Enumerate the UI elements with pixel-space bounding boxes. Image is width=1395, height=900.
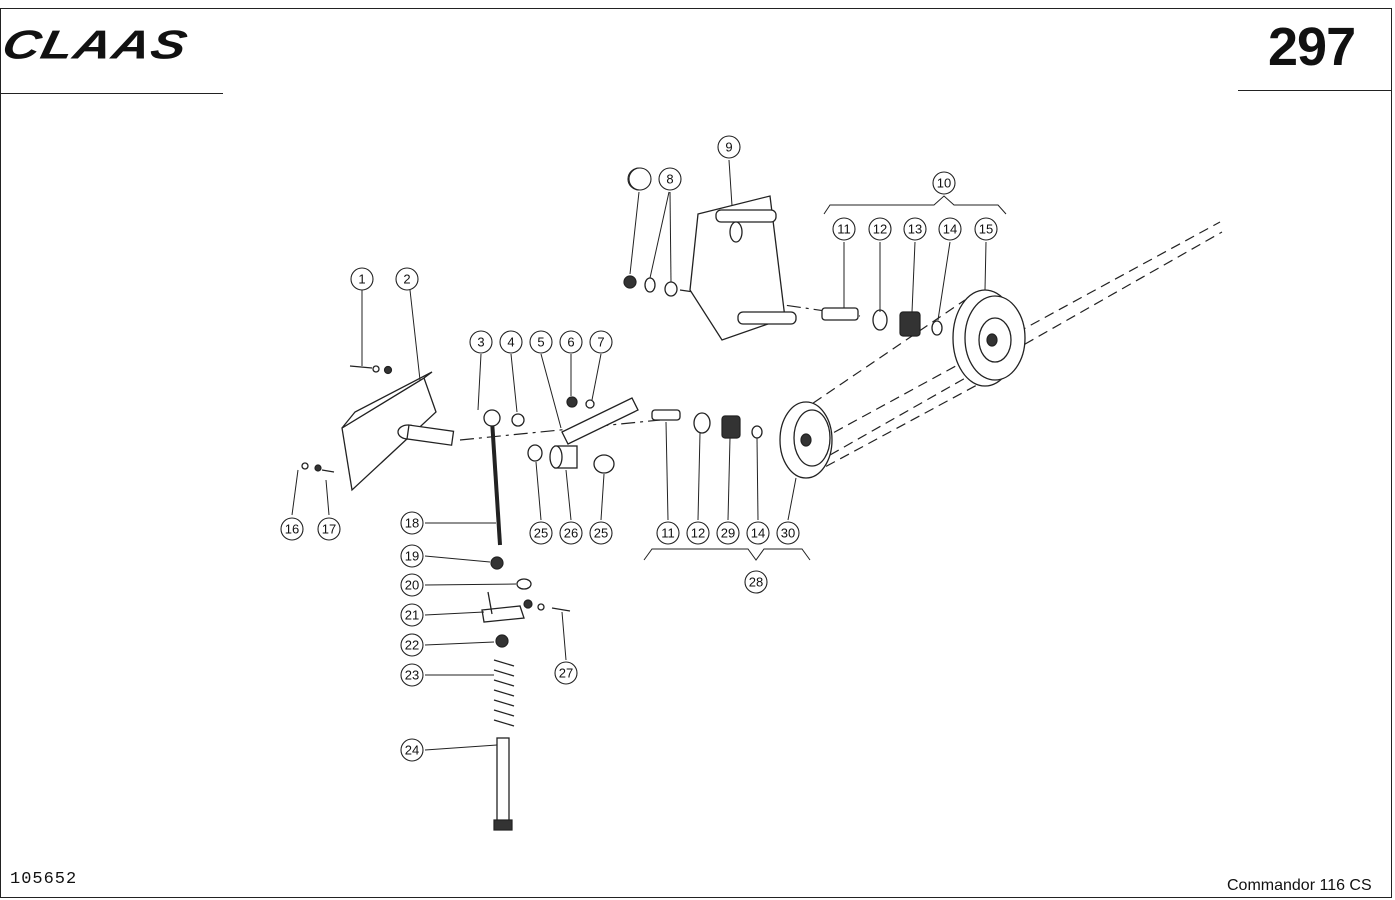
svg-text:22: 22 [405,638,419,653]
svg-text:3: 3 [477,335,484,350]
svg-text:28: 28 [749,575,763,590]
callout-14-lower: 14 [746,521,770,545]
callout-9: 9 [717,135,741,159]
callout-15: 15 [974,217,998,241]
washer [511,413,525,427]
callout-26: 26 [559,521,583,545]
callout-18: 18 [400,511,424,535]
callout-13: 13 [903,217,927,241]
svg-text:6: 6 [567,335,574,350]
callout-14-upper: 14 [938,217,962,241]
svg-text:21: 21 [405,608,419,623]
drawing-number: 105652 [10,870,78,889]
callout-3: 3 [469,330,493,354]
svg-text:18: 18 [405,516,419,531]
callout-8: 8 [658,167,682,191]
callout-4: 4 [499,330,523,354]
svg-text:8: 8 [666,172,673,187]
idler-arm [561,396,639,445]
brand-rule [0,93,223,94]
callout-19: 19 [400,544,424,568]
callout-29: 29 [716,521,740,545]
svg-text:4: 4 [507,335,514,350]
svg-text:12: 12 [873,222,887,237]
callout-11-upper: 11 [832,217,856,241]
page-number-rule [1238,90,1392,91]
bushing [527,444,615,474]
callout-12-lower: 12 [686,521,710,545]
model-name: Commandor 116 CS [1227,877,1372,894]
callout-27: 27 [554,661,578,685]
svg-text:30: 30 [781,526,795,541]
fasteners [623,275,678,297]
callout-21: 21 [400,603,424,627]
svg-text:5: 5 [537,335,544,350]
lower-spring-assembly [481,556,571,831]
callout-5: 5 [529,330,553,354]
svg-text:25: 25 [594,526,608,541]
pulley-hardware [821,307,943,337]
mounting-plate [689,195,797,341]
tension-lever [483,409,502,546]
page-number: 297 [1268,17,1356,77]
svg-text:29: 29 [721,526,735,541]
callout-1: 1 [350,267,374,291]
svg-text:17: 17 [322,522,336,537]
leader-lines [291,159,1007,751]
svg-text:23: 23 [405,668,419,683]
callout-23: 23 [400,663,424,687]
svg-text:14: 14 [751,526,765,541]
callout-25-right: 25 [589,521,613,545]
callout-7: 7 [589,330,613,354]
svg-text:19: 19 [405,549,419,564]
svg-text:7: 7 [597,335,604,350]
callout-20: 20 [400,573,424,597]
svg-text:11: 11 [661,526,675,541]
svg-text:14: 14 [943,222,957,237]
svg-text:1: 1 [358,272,365,287]
callout-16: 16 [280,517,304,541]
callout-25-left: 25 [529,521,553,545]
callout-12-upper: 12 [868,217,892,241]
page-frame [0,8,1392,898]
svg-text:13: 13 [908,222,922,237]
svg-text:11: 11 [837,222,851,237]
svg-text:20: 20 [405,578,419,593]
svg-text:24: 24 [405,743,419,758]
svg-text:9: 9 [725,140,732,155]
drive-pulley [952,289,1026,387]
svg-text:10: 10 [937,176,951,191]
pulley-hardware [651,409,763,439]
bolt [349,365,393,375]
svg-text:16: 16 [285,522,299,537]
svg-text:15: 15 [979,222,993,237]
svg-text:2: 2 [403,272,410,287]
bolt [301,462,335,473]
svg-text:26: 26 [564,526,578,541]
callout-6: 6 [559,330,583,354]
callout-11-lower: 11 [656,521,680,545]
svg-text:27: 27 [559,666,573,681]
bracket-plate [341,371,455,492]
callout-2: 2 [395,267,419,291]
callout-30: 30 [776,521,800,545]
callout-28: 28 [744,570,768,594]
callout-22: 22 [400,633,424,657]
callout-17: 17 [317,517,341,541]
svg-text:25: 25 [534,526,548,541]
callout-24: 24 [400,738,424,762]
idler-pulley [779,401,833,479]
callout-10: 10 [932,171,956,195]
svg-text:12: 12 [691,526,705,541]
